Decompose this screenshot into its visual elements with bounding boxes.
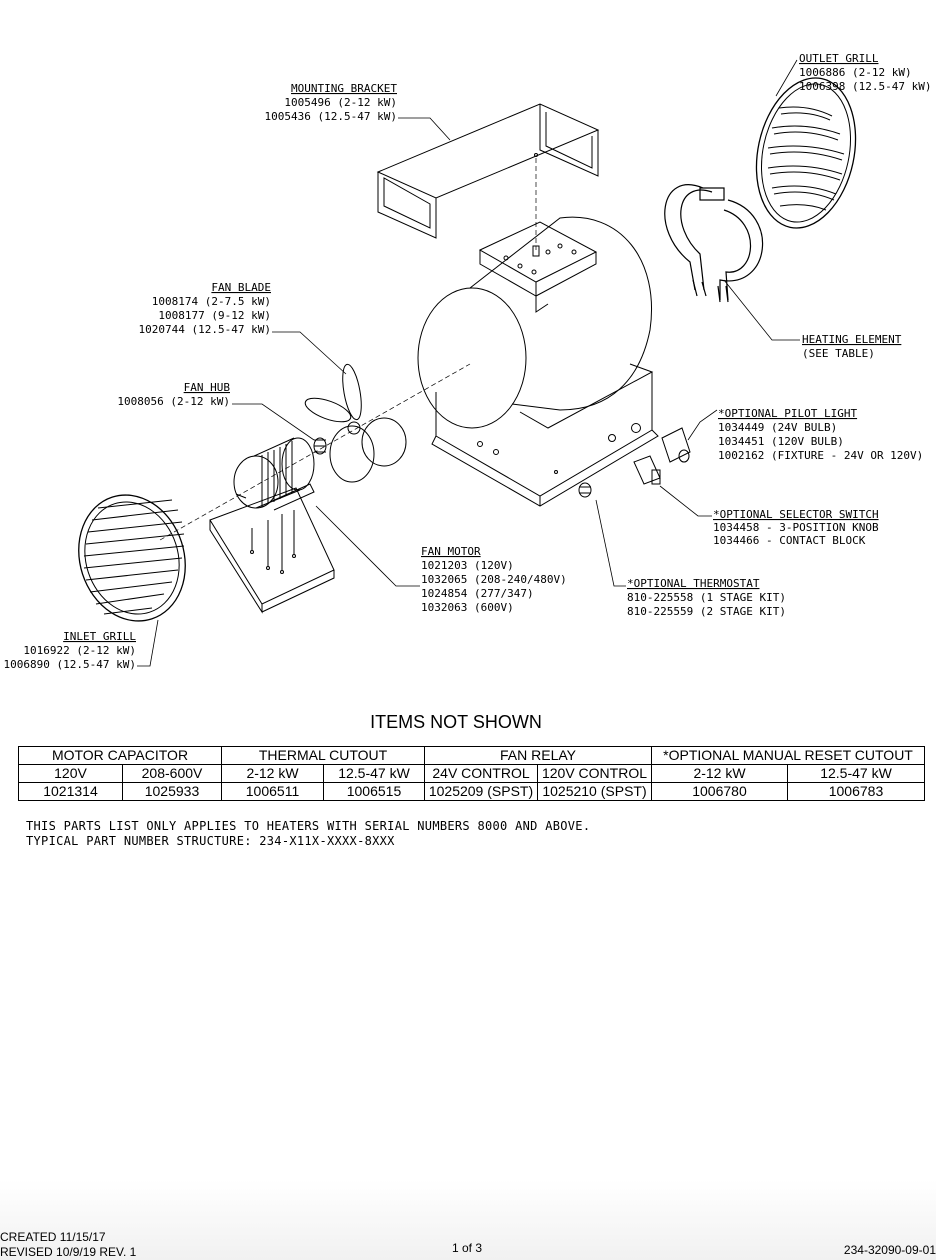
table-cell: 1006511 bbox=[221, 782, 324, 801]
table-cell: 12.5-47 kW bbox=[787, 764, 925, 783]
footer-page-number: 1 of 3 bbox=[452, 1241, 483, 1255]
note-serial-numbers: THIS PARTS LIST ONLY APPLIES TO HEATERS … bbox=[26, 819, 591, 833]
heater-housing-part bbox=[417, 216, 659, 507]
pilot-light-title: *OPTIONAL PILOT LIGHT bbox=[718, 407, 857, 420]
pilot-light-part bbox=[661, 427, 691, 463]
items-not-shown-table: MOTOR CAPACITOR THERMAL CUTOUT FAN RELAY… bbox=[18, 746, 925, 801]
table-cell: 1025210 (SPST) bbox=[537, 782, 652, 801]
table-cell: 120V CONTROL bbox=[537, 764, 652, 783]
fan-blade-title: FAN BLADE bbox=[211, 281, 271, 294]
footer-revised: REVISED 10/9/19 REV. 1 bbox=[0, 1245, 137, 1259]
fan-motor-title: FAN MOTOR bbox=[421, 545, 481, 558]
table-cell: 1006780 bbox=[651, 782, 788, 801]
fan-hub-line-1: 1008056 (2-12 kW) bbox=[117, 395, 230, 408]
table-cell: 1021314 bbox=[18, 782, 123, 801]
fan-blade-part bbox=[304, 363, 407, 483]
pilot-light-line-3: 1002162 (FIXTURE - 24V OR 120V) bbox=[718, 449, 923, 462]
heating-element-part bbox=[664, 184, 764, 303]
table-cell: 208-600V bbox=[122, 764, 222, 783]
fan-motor-part bbox=[209, 437, 335, 614]
thermostat-line-2: 810-225559 (2 STAGE KIT) bbox=[627, 605, 786, 618]
group-fan-relay: FAN RELAY bbox=[424, 746, 652, 765]
heating-element-title: HEATING ELEMENT bbox=[802, 333, 902, 346]
thermostat-line-1: 810-225558 (1 STAGE KIT) bbox=[627, 591, 786, 604]
table-cell: 2-12 kW bbox=[221, 764, 324, 783]
note-part-number-structure: TYPICAL PART NUMBER STRUCTURE: 234-X11X-… bbox=[26, 834, 395, 848]
mounting-bracket-title: MOUNTING BRACKET bbox=[291, 82, 397, 95]
heating-element-line-1: (SEE TABLE) bbox=[802, 347, 875, 360]
mounting-bracket-line-2: 1005436 (12.5-47 kW) bbox=[265, 110, 397, 123]
fan-motor-line-2: 1032065 (208-240/480V) bbox=[421, 573, 567, 586]
selector-switch-line-2: 1034466 - CONTACT BLOCK bbox=[713, 534, 866, 547]
group-manual-reset-cutout: *OPTIONAL MANUAL RESET CUTOUT bbox=[651, 746, 925, 765]
outlet-grill-line-2: 1006398 (12.5-47 kW) bbox=[799, 80, 931, 93]
selector-switch-line-1: 1034458 - 3-POSITION KNOB bbox=[713, 521, 879, 534]
table-cell: 1006515 bbox=[323, 782, 425, 801]
outlet-grill-part bbox=[755, 77, 857, 229]
fan-hub-part bbox=[313, 437, 327, 455]
fan-blade-line-3: 1020744 (12.5-47 kW) bbox=[139, 323, 271, 336]
table-cell: 2-12 kW bbox=[651, 764, 788, 783]
fan-hub-title: FAN HUB bbox=[184, 381, 231, 394]
selector-switch-part bbox=[633, 455, 661, 485]
exploded-parts-diagram: OUTLET GRILL 1006886 (2-12 kW) 1006398 (… bbox=[4, 52, 932, 671]
table-cell: 12.5-47 kW bbox=[323, 764, 425, 783]
fan-motor-line-4: 1032063 (600V) bbox=[421, 601, 514, 614]
outlet-grill-title: OUTLET GRILL bbox=[799, 52, 879, 65]
table-cell: 120V bbox=[18, 764, 123, 783]
mounting-bracket-part bbox=[376, 103, 600, 239]
inlet-grill-line-2: 1006890 (12.5-47 kW) bbox=[4, 658, 136, 671]
fan-motor-line-1: 1021203 (120V) bbox=[421, 559, 514, 572]
mounting-bracket-line-1: 1005496 (2-12 kW) bbox=[284, 96, 397, 109]
thermostat-title: *OPTIONAL THERMOSTAT bbox=[627, 577, 760, 590]
table-cell: 1025209 (SPST) bbox=[424, 782, 538, 801]
items-not-shown-title: ITEMS NOT SHOWN bbox=[370, 712, 542, 732]
outlet-grill-line-1: 1006886 (2-12 kW) bbox=[799, 66, 912, 79]
fan-motor-line-3: 1024854 (277/347) bbox=[421, 587, 534, 600]
inlet-grill-line-1: 1016922 (2-12 kW) bbox=[23, 644, 136, 657]
table-subheader-row: 120V 208-600V 2-12 kW 12.5-47 kW 24V CON… bbox=[18, 764, 925, 783]
thermostat-part bbox=[578, 482, 592, 498]
group-motor-capacitor: MOTOR CAPACITOR bbox=[18, 746, 222, 765]
inlet-grill-part bbox=[78, 494, 186, 622]
group-thermal-cutout: THERMAL CUTOUT bbox=[221, 746, 425, 765]
leader-lines bbox=[137, 59, 800, 667]
table-group-row: MOTOR CAPACITOR THERMAL CUTOUT FAN RELAY… bbox=[18, 746, 925, 765]
table-cell: 1006783 bbox=[787, 782, 925, 801]
footer-doc-number: 234-32090-09-01 bbox=[843, 1243, 936, 1257]
fan-blade-line-2: 1008177 (9-12 kW) bbox=[158, 309, 271, 322]
pilot-light-line-2: 1034451 (120V BULB) bbox=[718, 435, 844, 448]
table-cell: 24V CONTROL bbox=[424, 764, 538, 783]
table-value-row: 1021314 1025933 1006511 1006515 1025209 … bbox=[18, 782, 925, 801]
footer-created: CREATED 11/15/17 bbox=[0, 1230, 106, 1244]
selector-switch-title: *OPTIONAL SELECTOR SWITCH bbox=[713, 508, 879, 521]
footer-band bbox=[0, 1180, 936, 1260]
table-cell: 1025933 bbox=[122, 782, 222, 801]
fan-blade-line-1: 1008174 (2-7.5 kW) bbox=[152, 295, 271, 308]
pilot-light-line-1: 1034449 (24V BULB) bbox=[718, 421, 837, 434]
inlet-grill-title: INLET GRILL bbox=[63, 630, 136, 643]
